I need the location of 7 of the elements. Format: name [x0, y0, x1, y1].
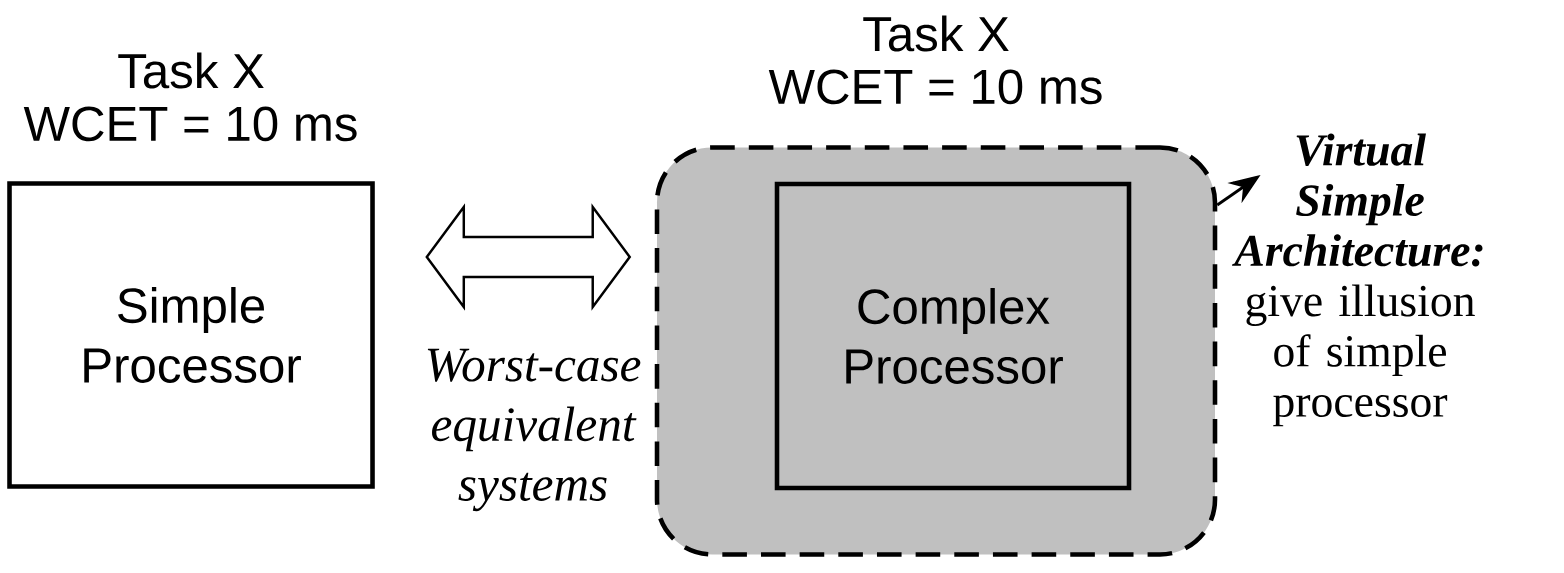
annotation-text: Virtual Simple Architecture: give illusion of simple processor	[1232, 133, 1483, 427]
double-arrow	[425, 203, 632, 311]
edge-label: Worst-case equivalent systems	[427, 348, 641, 512]
heading-text: Task X WCET = 10 ms	[768, 15, 1102, 105]
processor-box: Simple Processor	[7, 181, 375, 489]
processor-box: Complex Processor	[774, 181, 1132, 491]
heading-text: Task X WCET = 10 ms	[23, 52, 357, 142]
